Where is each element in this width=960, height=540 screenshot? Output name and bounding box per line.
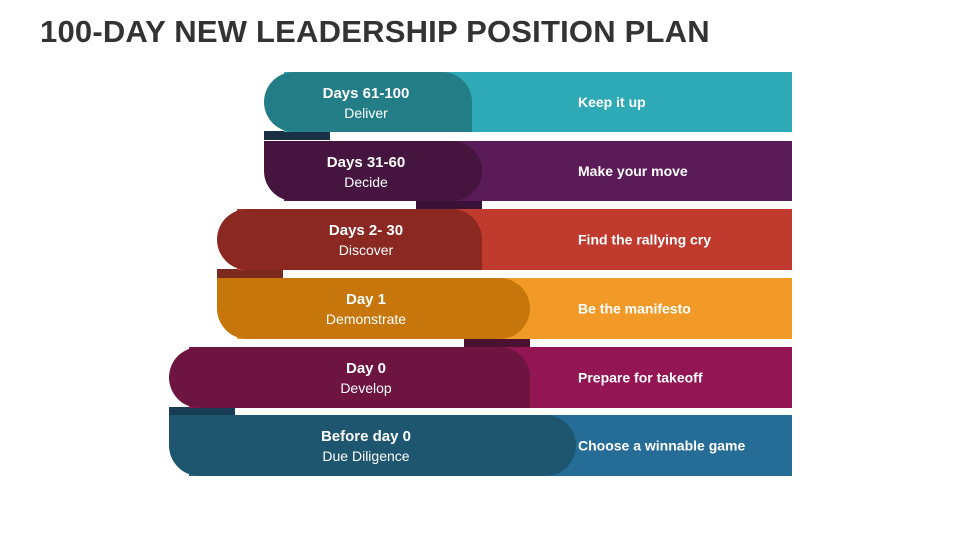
- page-title: 100-DAY NEW LEADERSHIP POSITION PLAN: [40, 14, 710, 49]
- step-action: Find the rallying cry: [578, 232, 711, 248]
- step-action: Choose a winnable game: [578, 438, 745, 454]
- step-cap: [168, 415, 576, 476]
- step-5: Day 0 Develop Prepare for takeoff: [168, 347, 792, 408]
- step-cap: [217, 278, 530, 339]
- step-cap: [264, 72, 472, 132]
- ribbon-joint: [264, 131, 330, 140]
- step-period: Day 0: [346, 360, 386, 377]
- ribbon-joint: [217, 269, 283, 278]
- step-3: Days 2- 30 Discover Find the rallying cry: [217, 208, 792, 270]
- step-action: Prepare for takeoff: [578, 370, 703, 386]
- step-4: Day 1 Demonstrate Be the manifesto: [217, 278, 792, 339]
- ribbon-joint: [169, 407, 235, 416]
- step-phase: Demonstrate: [326, 311, 406, 327]
- step-cap: [217, 208, 482, 270]
- step-6: Before day 0 Due Diligence Choose a winnab…: [168, 415, 792, 476]
- step-phase: Deliver: [344, 105, 388, 121]
- step-period: Before day 0: [321, 428, 411, 445]
- step-phase: Develop: [340, 380, 392, 396]
- step-phase: Decide: [344, 174, 388, 190]
- step-action: Be the manifesto: [578, 301, 691, 317]
- step-period: Days 2- 30: [329, 222, 403, 239]
- step-cap: [168, 347, 530, 408]
- step-action: Keep it up: [578, 94, 646, 110]
- ribbon-joint: [416, 200, 482, 209]
- step-cap: [264, 141, 482, 201]
- step-period: Days 31-60: [327, 154, 405, 171]
- ribbon-joint: [464, 338, 530, 347]
- step-phase: Discover: [339, 242, 394, 258]
- step-action: Make your move: [578, 163, 688, 179]
- step-period: Day 1: [346, 291, 386, 308]
- step-phase: Due Diligence: [322, 448, 409, 464]
- step-period: Days 61-100: [323, 85, 410, 102]
